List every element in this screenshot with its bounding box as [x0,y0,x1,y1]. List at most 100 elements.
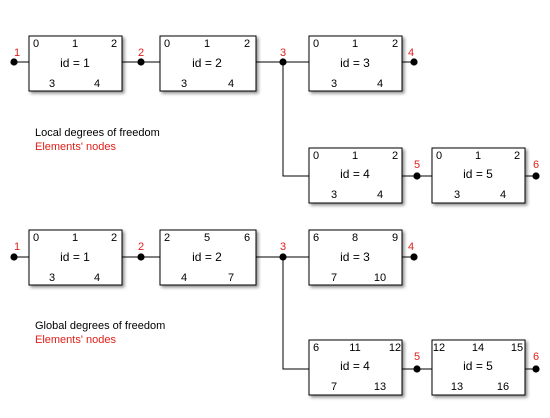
dof-label: 7 [331,272,337,284]
dof-label: 7 [228,272,234,284]
node-dot[interactable] [137,58,145,66]
dof-label: 2 [164,232,170,244]
dof-label: 7 [331,381,337,393]
dof-label: 15 [511,342,523,354]
node-number: 1 [14,241,20,253]
global-dof-diagram: 0 1 2 3 4 id = 1 2 5 6 4 7 id = 2 6 8 9 … [10,229,540,396]
dof-label: 1 [72,232,78,244]
local-legend: Elements' nodes [35,141,116,153]
global-element-5[interactable]: 12 14 15 13 16 id = 5 [431,339,526,396]
dof-label: 3 [331,189,337,201]
node-number: 5 [414,159,420,171]
dof-label: 1 [204,38,210,50]
dof-label: 0 [33,38,39,50]
element-box [308,35,403,92]
dof-label: 1 [352,38,358,50]
dof-label: 3 [181,78,187,90]
dof-label: 0 [436,150,442,162]
dof-label: 4 [377,78,383,90]
dof-label: 2 [111,232,117,244]
dof-label: 8 [352,232,358,244]
dof-label: 12 [433,342,445,354]
element-id-label: id = 3 [340,250,370,264]
dof-label: 2 [111,38,117,50]
local-element-2[interactable]: 0 1 2 3 4 id = 2 [159,35,257,92]
node-dot[interactable] [413,365,421,373]
node-dot[interactable] [279,58,287,66]
element-id-label: id = 5 [463,359,493,373]
dof-label: 10 [374,272,386,284]
dof-label: 6 [313,342,319,354]
node-dot[interactable] [137,253,145,261]
dof-label: 5 [204,232,210,244]
dof-label: 0 [33,232,39,244]
dof-label: 2 [392,38,398,50]
node-number: 6 [533,159,539,171]
dof-label: 0 [164,38,170,50]
global-legend: Elements' nodes [35,334,116,346]
node-number: 6 [533,351,539,363]
dof-label: 4 [94,78,100,90]
node-dot[interactable] [410,253,418,261]
node-number: 5 [414,351,420,363]
element-box [308,229,403,286]
node-dot[interactable] [10,253,18,261]
element-box [431,339,526,396]
element-box [28,229,123,286]
dof-label: 3 [49,272,55,284]
element-box [308,339,403,396]
local-element-4[interactable]: 0 1 2 3 4 id = 4 [308,147,403,204]
node-dot[interactable] [410,58,418,66]
node-dot[interactable] [413,172,421,180]
global-element-4[interactable]: 6 11 12 7 13 id = 4 [308,339,403,396]
global-nodes: 1 2 3 4 5 6 [10,241,540,373]
dof-label: 4 [94,272,100,284]
element-box [308,147,403,204]
global-element-1[interactable]: 0 1 2 3 4 id = 1 [28,229,123,286]
dof-label: 4 [377,189,383,201]
node-number: 2 [138,47,144,59]
dof-label: 3 [49,78,55,90]
local-element-1[interactable]: 0 1 2 3 4 id = 1 [28,35,123,92]
dof-label: 4 [228,78,234,90]
dof-label: 2 [392,150,398,162]
dof-label: 2 [244,38,250,50]
element-id-label: id = 2 [192,56,222,70]
element-id-label: id = 1 [60,250,90,264]
dof-label: 16 [497,381,509,393]
dof-label: 13 [451,381,463,393]
element-box [159,35,257,92]
node-dot[interactable] [10,58,18,66]
element-id-label: id = 5 [463,167,493,181]
local-element-5[interactable]: 0 1 2 3 4 id = 5 [431,147,526,204]
node-number: 2 [138,241,144,253]
element-box [159,229,257,286]
dof-label: 0 [313,150,319,162]
dof-label: 4 [500,189,506,201]
dof-label: 12 [389,342,401,354]
element-id-label: id = 3 [340,56,370,70]
local-caption: Local degrees of freedom [35,127,160,139]
dof-label: 3 [331,78,337,90]
dof-label: 2 [514,150,520,162]
node-dot[interactable] [532,365,540,373]
node-number: 3 [280,241,286,253]
dof-label: 4 [181,272,187,284]
global-element-2[interactable]: 2 5 6 4 7 id = 2 [159,229,257,286]
dof-label: 9 [392,232,398,244]
local-nodes: 1 2 3 4 5 6 [10,47,540,180]
dof-label: 1 [352,150,358,162]
node-dot[interactable] [532,172,540,180]
element-box [28,35,123,92]
local-element-3[interactable]: 0 1 2 3 4 id = 3 [308,35,403,92]
global-caption: Global degrees of freedom [35,320,165,332]
element-id-label: id = 4 [340,359,370,373]
node-dot[interactable] [279,253,287,261]
dof-label: 11 [349,342,360,354]
dof-label: 13 [374,381,386,393]
dof-label: 14 [472,342,484,354]
global-element-3[interactable]: 6 8 9 7 10 id = 3 [308,229,403,286]
dof-label: 3 [454,189,460,201]
element-id-label: id = 1 [60,56,90,70]
